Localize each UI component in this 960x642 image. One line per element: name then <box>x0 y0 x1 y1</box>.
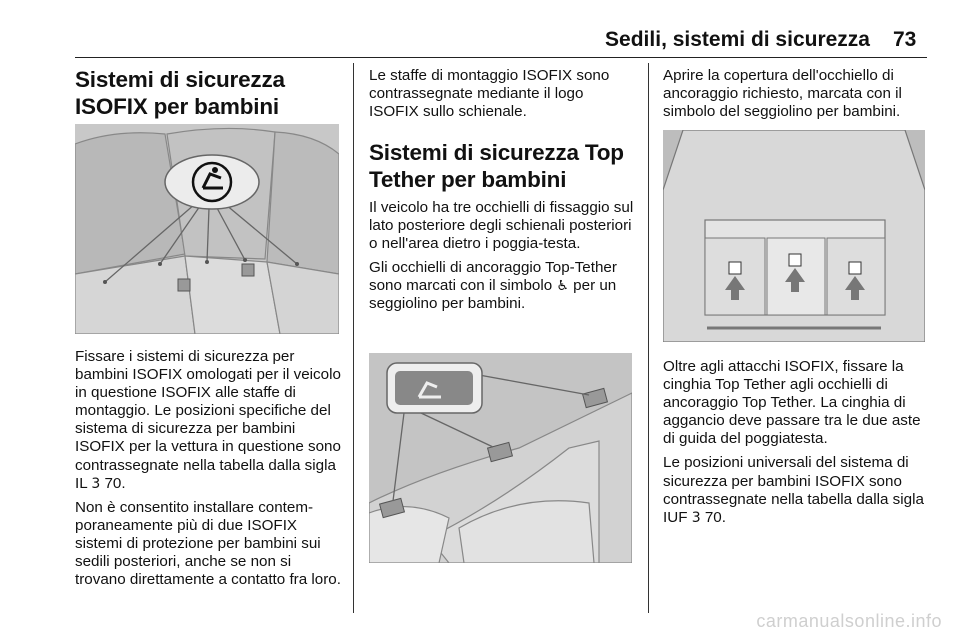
isofix-paragraph-1: Fissare i sistemi di sicurezza per bambi… <box>75 348 341 492</box>
rear-seat-isofix-illustration <box>75 124 339 334</box>
top-tether-instructions-paragraph-1: Oltre agli attacchi ISOFIX, fissare la c… <box>663 358 921 448</box>
header-rule <box>75 57 927 58</box>
column-divider <box>648 63 649 613</box>
isofix-body: Fissare i sistemi di sicurezza per bambi… <box>75 348 345 595</box>
page-number: 73 <box>893 28 917 51</box>
isofix-paragraph-2: Non è consentito installare contem-poran… <box>75 498 341 589</box>
watermark: carmanualsonline.info <box>756 611 942 631</box>
top-tether-heading: Sistemi di sicurezza Top Tether per bamb… <box>369 140 624 192</box>
column-divider <box>353 63 354 613</box>
top-tether-eyelets-illustration <box>369 353 632 563</box>
trunk-anchor-points-illustration <box>663 130 925 342</box>
running-header-title: Sedili, sistemi di sicurezza <box>605 28 870 51</box>
top-tether-paragraph-1: Il veicolo ha tre occhielli di fissaggio… <box>369 199 634 253</box>
open-cover-text: Aprire la copertura dell'occhiello di an… <box>663 67 902 121</box>
top-tether-body: Il veicolo ha tre occhielli di fissaggio… <box>369 199 637 320</box>
page-ref-arrow-icon: 3 <box>91 475 101 492</box>
top-tether-instructions: Oltre agli attacchi ISOFIX, fissare la c… <box>663 358 933 533</box>
isofix-heading: Sistemi di sicurezza ISOFIX per bambini <box>75 67 285 119</box>
child-seat-icon: ♿ <box>556 278 569 295</box>
page-ref-arrow-icon: 3 <box>691 509 701 526</box>
isofix-logo-text: Le staffe di montaggio ISOFIX sono contr… <box>369 67 610 121</box>
top-tether-instructions-paragraph-2: Le posizioni universali del sistema di s… <box>663 454 924 526</box>
top-tether-paragraph-2: Gli occhielli di ancoraggio Top-Tether s… <box>369 259 617 313</box>
